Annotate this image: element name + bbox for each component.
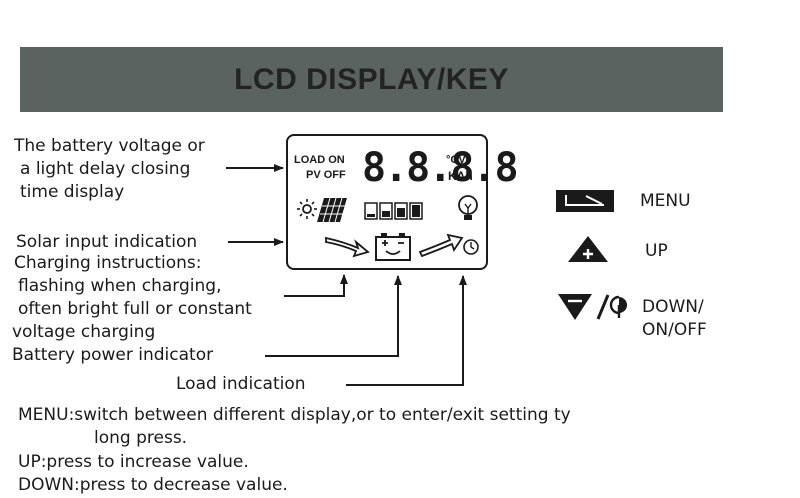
- down-onoff-key-icon: [558, 294, 627, 320]
- lcd-panel: LOAD ON PV OFF 8.8.8.8 °CV KAh: [286, 134, 519, 270]
- label-voltage-line2: a light delay closing: [20, 159, 191, 179]
- title-banner: LCD DISPLAY/KEY: [20, 47, 723, 112]
- menu-description-line1: MENU:switch between different display,or…: [18, 405, 571, 425]
- moon-icon: [311, 234, 319, 250]
- label-charging-line2: flashing when charging,: [18, 276, 222, 296]
- label-battery-power: Battery power indicator: [12, 345, 214, 365]
- label-voltage-line1: The battery voltage or: [14, 136, 205, 156]
- up-key-icon: [568, 236, 608, 262]
- up-key-label: UP: [645, 241, 668, 261]
- lcd-digits: 8.8.8.8: [362, 145, 519, 191]
- menu-description-line2: long press.: [94, 428, 188, 448]
- lcd-pv-off: PV OFF: [306, 169, 346, 181]
- label-solar-input: Solar input indication: [16, 232, 198, 252]
- solar-panel-icon: [317, 197, 347, 223]
- light-bulb-icon: [458, 195, 478, 220]
- label-charging-line1: Charging instructions:: [14, 253, 202, 273]
- arrow-charging: [284, 274, 348, 297]
- label-load-indication: Load indication: [176, 374, 306, 394]
- up-description: UP:press to increase value.: [18, 452, 249, 472]
- lcd-unit-cv: °CV: [446, 154, 466, 166]
- down-key-label-line2: ON/OFF: [642, 320, 707, 340]
- battery-icon: [375, 233, 411, 261]
- down-key-label-line1: DOWN/: [642, 297, 704, 317]
- label-voltage-line3: time display: [20, 182, 125, 202]
- label-charging-line3: often bright full or constant: [18, 299, 252, 319]
- arrow-load: [346, 275, 467, 386]
- menu-key-label: MENU: [640, 191, 691, 211]
- charging-arrow-icon: [325, 236, 370, 258]
- label-charging-line4: voltage charging: [12, 322, 156, 342]
- discharge-arrow-icon: [418, 233, 464, 258]
- down-description: DOWN:press to decrease value.: [18, 475, 288, 495]
- clock-icon: [463, 239, 479, 255]
- banner-title: LCD DISPLAY/KEY: [234, 62, 509, 96]
- battery-level-bars-icon: [364, 202, 423, 220]
- arrow-battery: [265, 275, 402, 357]
- sun-icon: [297, 199, 317, 219]
- menu-key-icon: [556, 190, 614, 212]
- lcd-load-on: LOAD ON: [294, 154, 345, 166]
- lcd-unit-kah: KAh: [448, 169, 473, 183]
